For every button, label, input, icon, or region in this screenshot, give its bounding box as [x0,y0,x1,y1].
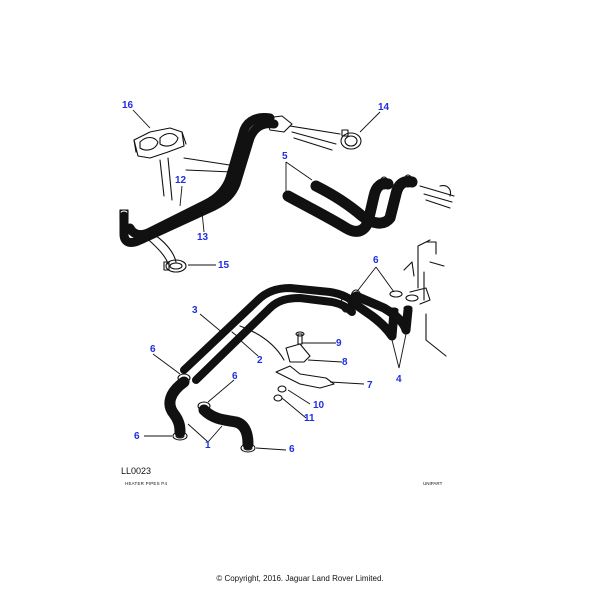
part-1-heater-hoses [164,376,254,450]
callout-5: 5 [282,151,288,162]
part-5-heater-hoses [282,174,455,237]
callout-16: 16 [122,100,134,111]
copyright-notice: © Copyright, 2016. Jaguar Land Rover Lim… [216,574,384,583]
callout-6: 6 [289,444,295,455]
callout-leader-lines [132,109,407,451]
part-7-8-brackets [273,331,335,402]
part-2-3-heater-pipes [180,284,360,384]
callout-1: 1 [205,440,211,451]
callout-8: 8 [342,357,348,368]
publisher-mark: UNIPART [423,481,443,486]
callout-13: 13 [197,232,209,243]
part-4-heater-pipes [347,239,447,357]
callout-6: 6 [232,371,238,382]
figure-id: LL0023 [121,466,152,476]
callout-10: 10 [313,400,325,411]
callout-2: 2 [257,355,263,366]
part-15-hose-clip [143,231,187,273]
part-12-13-heater-pipe [119,113,341,247]
part-16-twin-pipe-clip [133,127,187,159]
callout-12: 12 [175,175,187,186]
callout-4: 4 [396,374,402,385]
callout-3: 3 [192,305,198,316]
callout-6: 6 [150,344,156,355]
callout-9: 9 [336,338,342,349]
part-14-clamp [340,129,362,150]
figure-caption: HEATER PIPES P4 [125,481,168,486]
callout-11: 11 [304,413,315,424]
callout-6: 6 [134,431,140,442]
callout-15: 15 [218,260,230,271]
callout-7: 7 [367,380,373,391]
callout-14: 14 [378,102,390,113]
callout-6: 6 [373,255,379,266]
